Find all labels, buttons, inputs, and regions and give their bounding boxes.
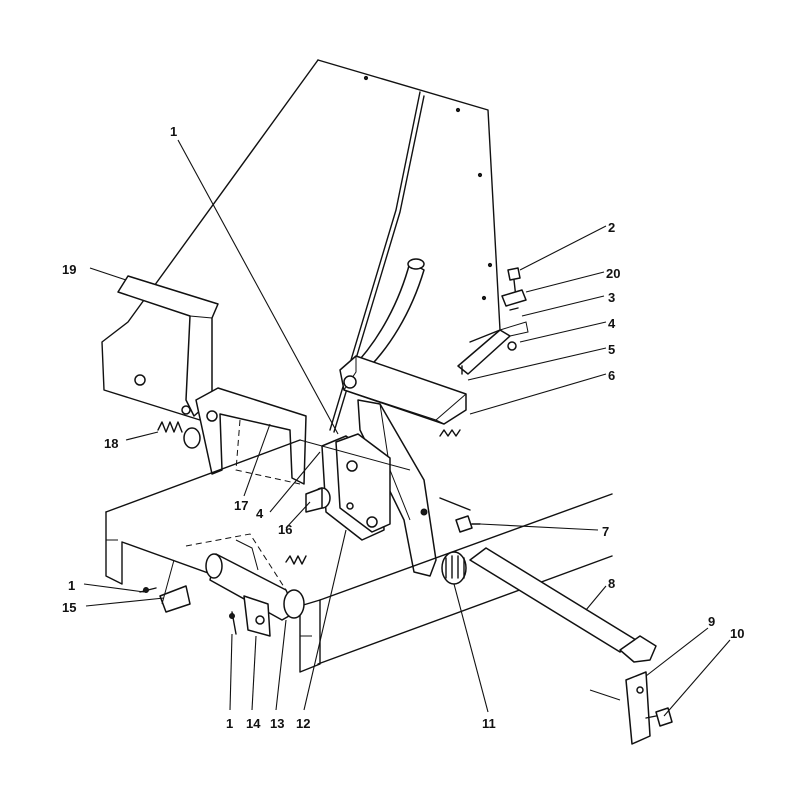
pedal-pad <box>339 355 467 425</box>
bolt-10 <box>645 707 673 727</box>
pivot-bracket-17 <box>195 387 307 485</box>
callout-19: 19 <box>62 262 76 277</box>
link-plates-12 <box>321 433 391 541</box>
callout-5: 5 <box>608 342 615 357</box>
callout-8: 8 <box>608 576 615 591</box>
lower-frame-plate <box>105 439 613 673</box>
callout-13: 13 <box>270 716 284 731</box>
arm-plate-9 <box>589 671 651 745</box>
spring-6 <box>439 429 461 437</box>
callout-10: 10 <box>730 626 744 641</box>
callouts: 1 2 20 3 4 5 6 19 18 17 4 16 7 8 1 15 9 … <box>62 124 744 731</box>
side-bracket-19 <box>117 275 219 417</box>
bracket-15 <box>159 559 191 613</box>
clevis-14 <box>243 595 271 637</box>
bolt-7 <box>455 515 481 533</box>
leader-lines <box>83 139 731 717</box>
spring-18 <box>157 421 201 449</box>
callout-14: 14 <box>246 716 261 731</box>
callout-4-left: 4 <box>256 506 264 521</box>
callout-16: 16 <box>278 522 292 537</box>
callout-17: 17 <box>234 498 248 513</box>
lock-washer-20 <box>501 289 527 311</box>
spring-lower <box>285 555 307 565</box>
callout-20: 20 <box>606 266 620 281</box>
shaft-8 <box>441 547 657 663</box>
callout-15: 15 <box>62 600 76 615</box>
callout-1-bottom: 1 <box>226 716 233 731</box>
callout-4-right: 4 <box>608 316 616 331</box>
callout-1-top: 1 <box>170 124 177 139</box>
callout-12: 12 <box>296 716 310 731</box>
callout-9: 9 <box>708 614 715 629</box>
bracket-3 <box>457 321 529 375</box>
bolt-2 <box>507 267 521 299</box>
lever-handle <box>349 258 425 379</box>
callout-2: 2 <box>608 220 615 235</box>
callout-7: 7 <box>602 524 609 539</box>
callout-6: 6 <box>608 368 615 383</box>
callout-1-left: 1 <box>68 578 75 593</box>
callout-18: 18 <box>104 436 118 451</box>
bushing-16 <box>305 487 331 513</box>
upper-housing-panel <box>101 59 501 433</box>
callout-3: 3 <box>608 290 615 305</box>
pivot-shaft-13 <box>185 533 305 621</box>
cotter-pin-1-bottom <box>229 611 237 635</box>
callout-11: 11 <box>482 716 496 731</box>
